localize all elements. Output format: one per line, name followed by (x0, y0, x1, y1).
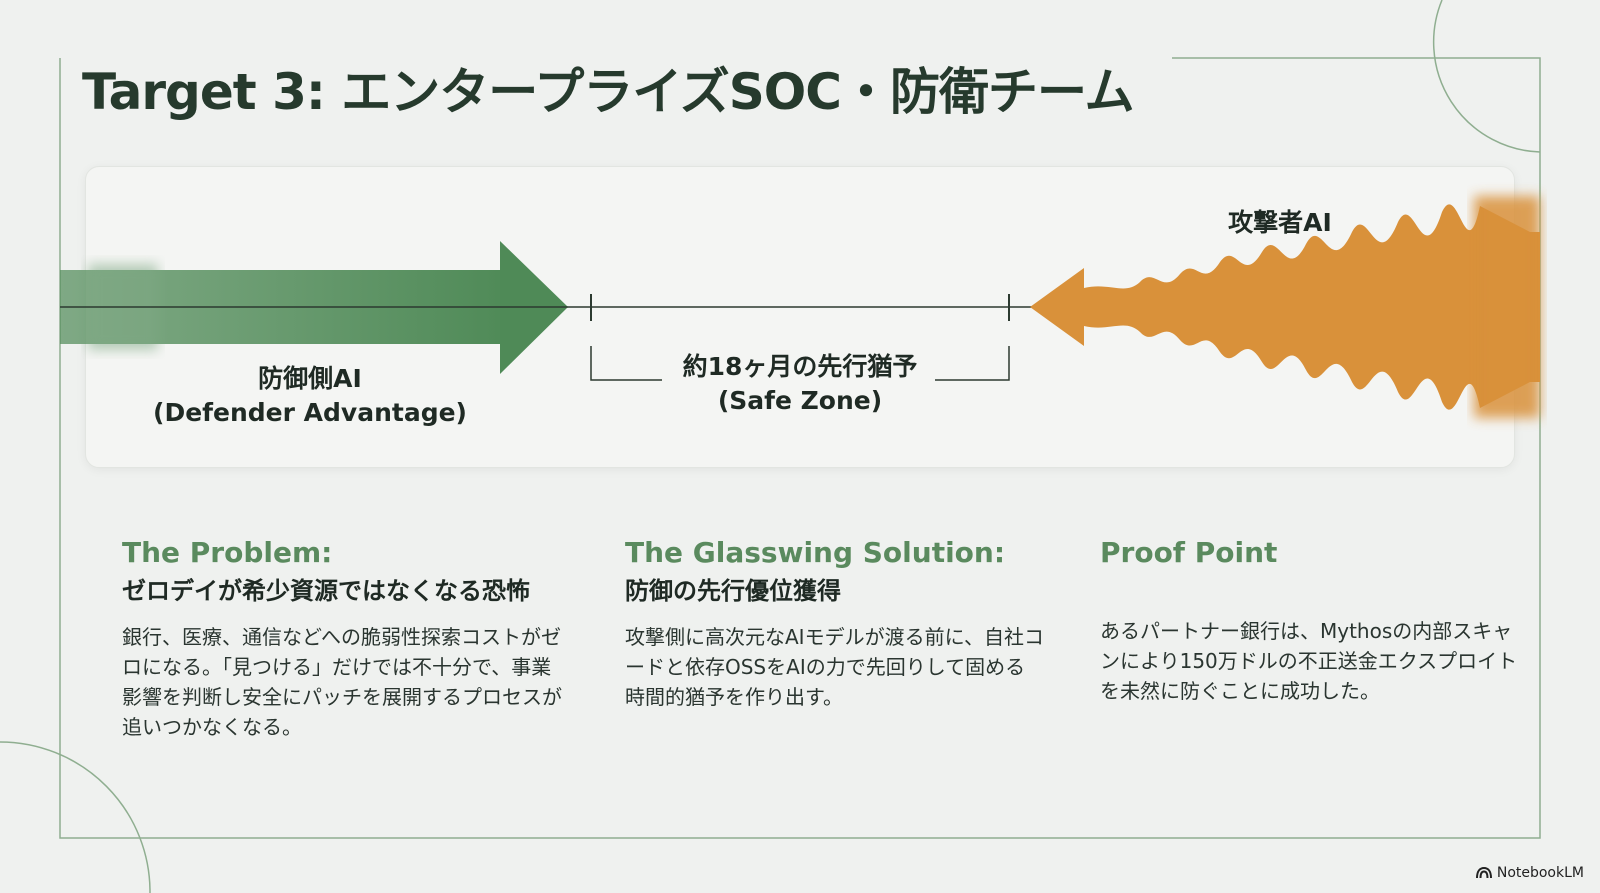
safe-zone-bracket-right (935, 346, 1010, 381)
safe-zone-bracket-left (590, 346, 662, 381)
proof-point-heading: Proof Point (1100, 536, 1278, 569)
page-title: Target 3: エンタープライズSOC・防衛チーム (82, 63, 1134, 121)
defender-label-title: 防御側AI (258, 364, 362, 393)
safe-zone-label-subtitle: (Safe Zone) (717, 386, 883, 415)
brand-name: NotebookLM (1496, 865, 1584, 881)
defender-label: 防御側AI (Defender Advantage) (150, 362, 470, 430)
safe-zone-label-title: 約18ヶ月の先行猶予 (682, 352, 918, 381)
defender-label-subtitle: (Defender Advantage) (153, 398, 467, 427)
notebooklm-watermark: NotebookLM (1475, 865, 1584, 881)
attacker-wave (1030, 196, 1540, 418)
attacker-label: 攻撃者AI (1228, 208, 1332, 237)
solution-column: The Glasswing Solution: 防御の先行優位獲得 攻撃側に高次… (625, 534, 1045, 712)
notebooklm-logo-icon (1475, 867, 1492, 879)
problem-heading: The Problem: (122, 536, 333, 569)
solution-body: 攻撃側に高次元なAIモデルが渡る前に、自社コードと依存OSSをAIの力で先回りし… (625, 625, 1044, 709)
proof-point-body: あるパートナー銀行は、Mythosの内部スキャンにより150万ドルの不正送金エク… (1100, 619, 1518, 703)
safe-zone-label: 約18ヶ月の先行猶予 (Safe Zone) (650, 350, 950, 418)
proof-point-column: Proof Point あるパートナー銀行は、Mythosの内部スキャンにより1… (1100, 534, 1520, 706)
problem-column: The Problem: ゼロデイが希少資源ではなくなる恐怖 銀行、医療、通信な… (122, 534, 562, 742)
problem-body: 銀行、医療、通信などへの脆弱性探索コストがゼロになる。「見つける」だけでは不十分… (122, 625, 562, 739)
solution-heading: The Glasswing Solution: (625, 536, 1006, 569)
problem-subheading: ゼロデイが希少資源ではなくなる恐怖 (122, 577, 530, 605)
solution-subheading: 防御の先行優位獲得 (625, 577, 841, 605)
